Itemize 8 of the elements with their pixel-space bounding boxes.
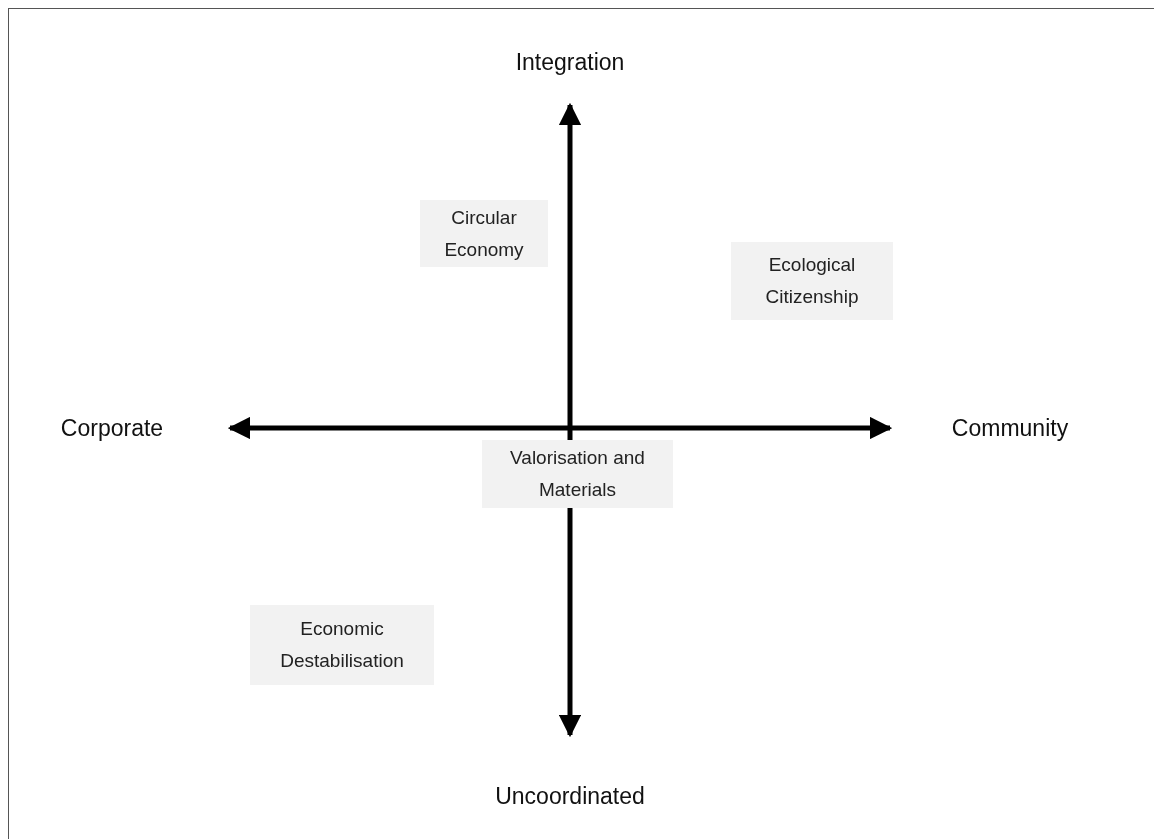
quadrant-box: Economic Destabilisation [250, 605, 434, 685]
quadrant-box: Circular Economy [420, 200, 548, 267]
axis-label: Integration [515, 48, 625, 76]
quadrant-box: Ecological Citizenship [731, 242, 893, 320]
quadrant-box: Valorisation and Materials [482, 440, 673, 508]
axis-label: Uncoordinated [495, 782, 645, 810]
axis-label: Corporate [60, 414, 164, 442]
axis-label: Community [951, 414, 1069, 442]
